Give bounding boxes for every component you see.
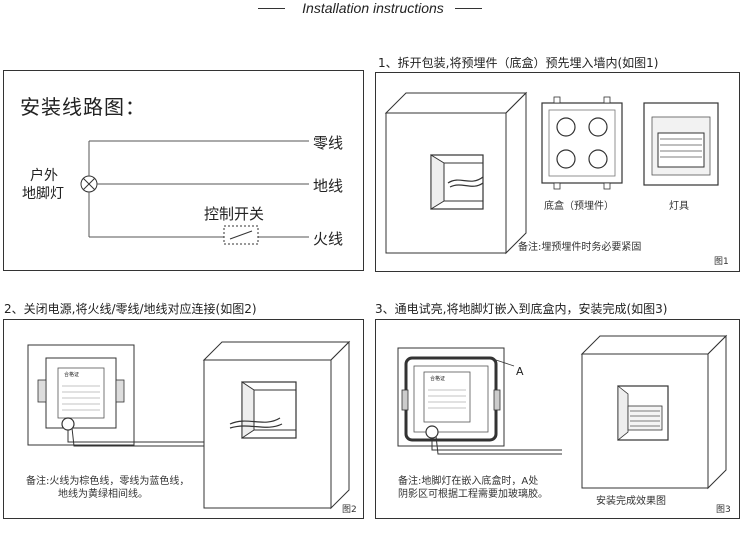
cert-label (57, 367, 105, 419)
wiring-diagram (80, 140, 309, 245)
wiring-panel: 安装线路图： 户外 地脚灯 零线 地线 控制开关 火线 (3, 70, 364, 271)
step1-note: 备注:埋预埋件时务必要紧固 (518, 242, 642, 253)
step1-caption: 1、拆开包装,将预埋件（底盒）预先埋入墙内(如图1) (378, 56, 659, 70)
opening-wire-a (447, 176, 484, 184)
embedded-box-label: 底盒（预埋件） (544, 201, 614, 212)
step2-fig-label: 图2 (342, 505, 357, 515)
step2-note-line2: 地线为黄绿相间线。 (58, 489, 148, 500)
result-lamp-inner-left (617, 385, 629, 441)
lamp-label-line2: 地脚灯 (22, 186, 64, 202)
step2-caption: 2、关闭电源,将火线/零线/地线对应连接(如图2) (4, 302, 257, 316)
box-tab-bottom-right (603, 182, 611, 190)
opening-inner-left (430, 154, 445, 210)
result-box-side (707, 334, 727, 490)
result-label: 安装完成效果图 (596, 496, 666, 507)
lamp-fixture-louvre (657, 132, 705, 168)
step2-panel: 合格证 备注:火线为棕色线，零线为蓝色线， 地线为黄绿相间线。 图2 (3, 319, 364, 519)
cert-label-3 (423, 371, 471, 423)
lamp-fixture-label: 灯具 (669, 201, 689, 212)
knockout-tl (556, 117, 576, 137)
wallbox-top (384, 92, 528, 114)
switch-label: 控制开关 (204, 205, 265, 223)
header-rule-left (258, 8, 285, 9)
step1-illustration (384, 91, 719, 255)
lamp-symbol-cross-b (82, 177, 96, 191)
marker-a: A (516, 365, 524, 378)
step3-note-line1: 备注:地脚灯在嵌入底盒时，A处 (398, 476, 539, 487)
wallbox-side (505, 91, 527, 255)
lamp-clip-right (115, 379, 125, 403)
lamp-cable-a (67, 430, 224, 443)
box-tab-bottom-left (553, 182, 561, 190)
lamp3-cable-b (435, 435, 562, 455)
box3-clip-right (493, 389, 501, 411)
result-lamp-louvre (627, 405, 663, 431)
lamp-cable-b (71, 427, 224, 447)
result-box-top (580, 335, 728, 355)
step3-caption: 3、通电试亮,将地脚灯嵌入到底盒内，安装完成(如图3) (375, 302, 668, 316)
embedded-box-inner (548, 109, 616, 177)
header-title: Installation instructions (302, 0, 444, 16)
header-rule-right (455, 8, 482, 9)
step3-illustration (397, 334, 728, 490)
switch-contact (229, 230, 253, 240)
step2-illustration (27, 340, 351, 510)
wiring-title: 安装线路图： (20, 95, 146, 119)
cert3-title: 合格证 (430, 376, 446, 382)
knockout-br (588, 149, 608, 169)
marker-a-leader (495, 359, 515, 367)
wallbox2-top (202, 341, 351, 361)
opening2-wire-b (229, 423, 283, 429)
knockout-bl (556, 149, 576, 169)
wallbox2-side (330, 340, 350, 510)
step3-note-line2: 阴影区可根据工程需要加玻璃胶。 (398, 489, 548, 500)
step2-note-line1: 备注:火线为棕色线，零线为蓝色线， (26, 476, 190, 487)
opening-wire-b (449, 182, 484, 188)
ground-label: 地线 (313, 177, 344, 195)
box-tab-top-left (553, 96, 561, 104)
lamp-clip-left (37, 379, 47, 403)
live-label: 火线 (313, 230, 344, 248)
box3-clip-left (401, 389, 409, 411)
embedded-box (541, 102, 623, 184)
opening2-inner-left (241, 381, 255, 439)
step3-fig-label: 图3 (716, 505, 731, 515)
box-tab-top-right (603, 96, 611, 104)
switch-symbol (223, 225, 259, 245)
knockout-tr (588, 117, 608, 137)
header: Installation instructions (0, 0, 746, 18)
opening2-wire-a (229, 417, 281, 425)
lamp-label-line1: 户外 (30, 168, 58, 184)
lamp3-cable-a (431, 438, 562, 451)
cert-title: 合格证 (64, 372, 80, 378)
step1-panel: 底盒（预埋件） 灯具 备注:埋预埋件时务必要紧固 图1 (375, 72, 740, 272)
step1-fig-label: 图1 (714, 257, 729, 267)
neutral-label: 零线 (313, 134, 344, 152)
step3-panel: 合格证 A 备注:地脚灯在嵌入底盒时，A处 阴影区可根据工程需要加玻璃胶。 安装… (375, 319, 740, 519)
